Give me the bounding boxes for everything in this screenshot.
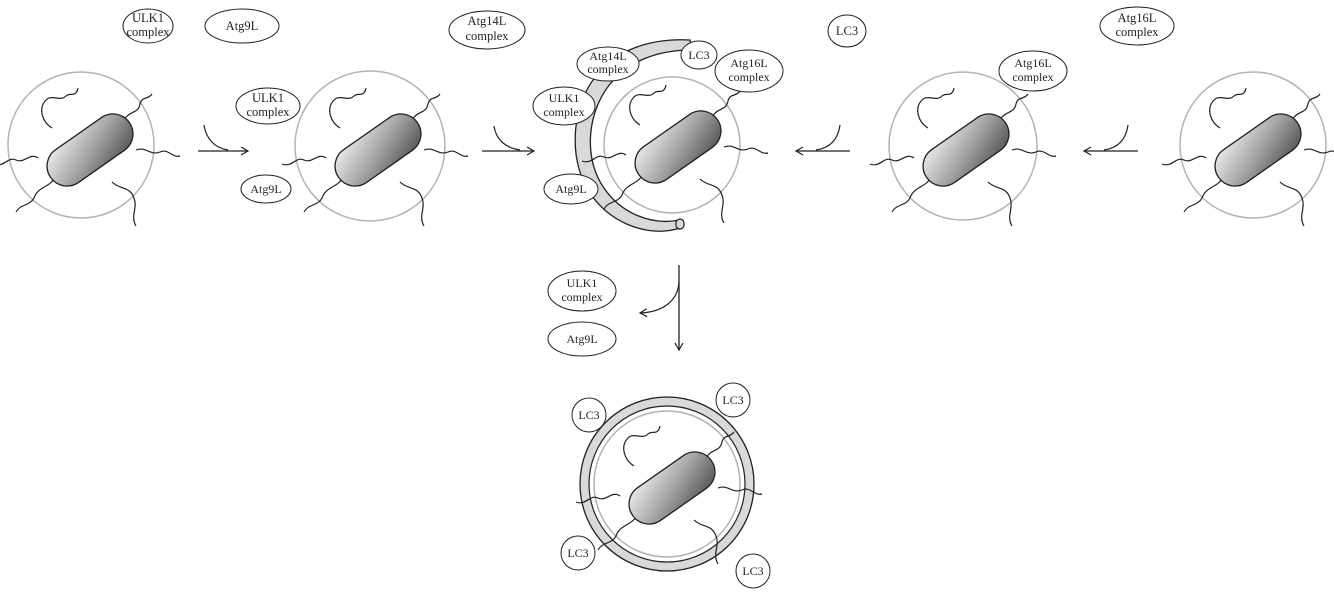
svg-text:Atg9L: Atg9L (566, 332, 597, 346)
svg-text:complex: complex (543, 105, 584, 119)
lc3-label-top: LC3 (827, 14, 867, 48)
lc3-label-autophagosome-1: LC3 (571, 397, 607, 433)
vacuole-5 (1161, 71, 1334, 227)
svg-text:complex: complex (246, 105, 290, 119)
svg-text:Atg14L: Atg14L (589, 49, 626, 63)
autophagosome (575, 396, 763, 572)
vacuole-2 (281, 70, 469, 227)
svg-text:LC3: LC3 (567, 546, 588, 560)
arrow-recruit-lc3 (794, 124, 850, 156)
atg16l-complex-label-top: Atg16L complex (1099, 6, 1175, 46)
lc3-label-autophagosome-2: LC3 (715, 382, 751, 418)
phagophore-stage (574, 39, 769, 232)
svg-text:LC3: LC3 (578, 408, 599, 422)
svg-text:ULK1: ULK1 (252, 91, 284, 105)
svg-text:complex: complex (465, 29, 509, 43)
lc3-label-autophagosome-4: LC3 (735, 553, 771, 589)
svg-text:complex: complex (126, 25, 170, 39)
vacuole-1 (0, 71, 181, 227)
svg-text:ULK1: ULK1 (549, 91, 580, 105)
atg14l-complex-label-top: Atg14L complex (448, 10, 526, 50)
svg-text:complex: complex (587, 62, 628, 76)
svg-text:complex: complex (561, 290, 602, 304)
svg-text:complex: complex (1115, 25, 1159, 39)
atg9l-label-cell2: Atg9L (240, 174, 292, 204)
svg-text:Atg16L: Atg16L (1014, 56, 1051, 70)
svg-text:complex: complex (1012, 70, 1053, 84)
ulk1-complex-label-top: ULK1 complex (122, 8, 174, 44)
ulk1-complex-label-phagophore: ULK1 complex (532, 86, 596, 126)
svg-text:Atg16L: Atg16L (1118, 11, 1157, 25)
svg-text:LC3: LC3 (722, 393, 743, 407)
svg-text:LC3: LC3 (836, 24, 858, 38)
arrow-recruit-atg16l (1082, 124, 1138, 156)
svg-text:ULK1: ULK1 (132, 11, 164, 25)
atg14l-complex-label-phagophore: Atg14L complex (576, 46, 640, 82)
atg9l-label-release: Atg9L (547, 321, 617, 357)
arrow-recruit-ulk1 (198, 124, 250, 156)
atg9l-label-phagophore: Atg9L (543, 173, 599, 205)
svg-text:Atg9L: Atg9L (555, 182, 586, 196)
vacuole-4 (869, 71, 1057, 227)
atg9l-label-top: Atg9L (204, 8, 280, 44)
ulk1-complex-label-cell2: ULK1 complex (235, 87, 301, 125)
svg-text:Atg9L: Atg9L (226, 19, 259, 33)
svg-text:ULK1: ULK1 (567, 276, 598, 290)
svg-text:LC3: LC3 (688, 48, 709, 62)
atg16l-complex-label-phagophore: Atg16L complex (714, 49, 784, 93)
svg-text:LC3: LC3 (742, 564, 763, 578)
svg-text:Atg16L: Atg16L (730, 56, 767, 70)
svg-text:Atg14L: Atg14L (468, 14, 507, 28)
lc3-label-phagophore: LC3 (680, 40, 718, 70)
arrow-autophagosome-formation (638, 265, 684, 352)
svg-text:complex: complex (728, 70, 769, 84)
arrow-recruit-atg14l (482, 125, 536, 156)
ulk1-complex-label-release: ULK1 complex (547, 270, 617, 312)
svg-text:Atg9L: Atg9L (250, 182, 281, 196)
lc3-label-autophagosome-3: LC3 (560, 535, 596, 571)
atg16l-complex-label-cell4: Atg16L complex (998, 50, 1068, 92)
